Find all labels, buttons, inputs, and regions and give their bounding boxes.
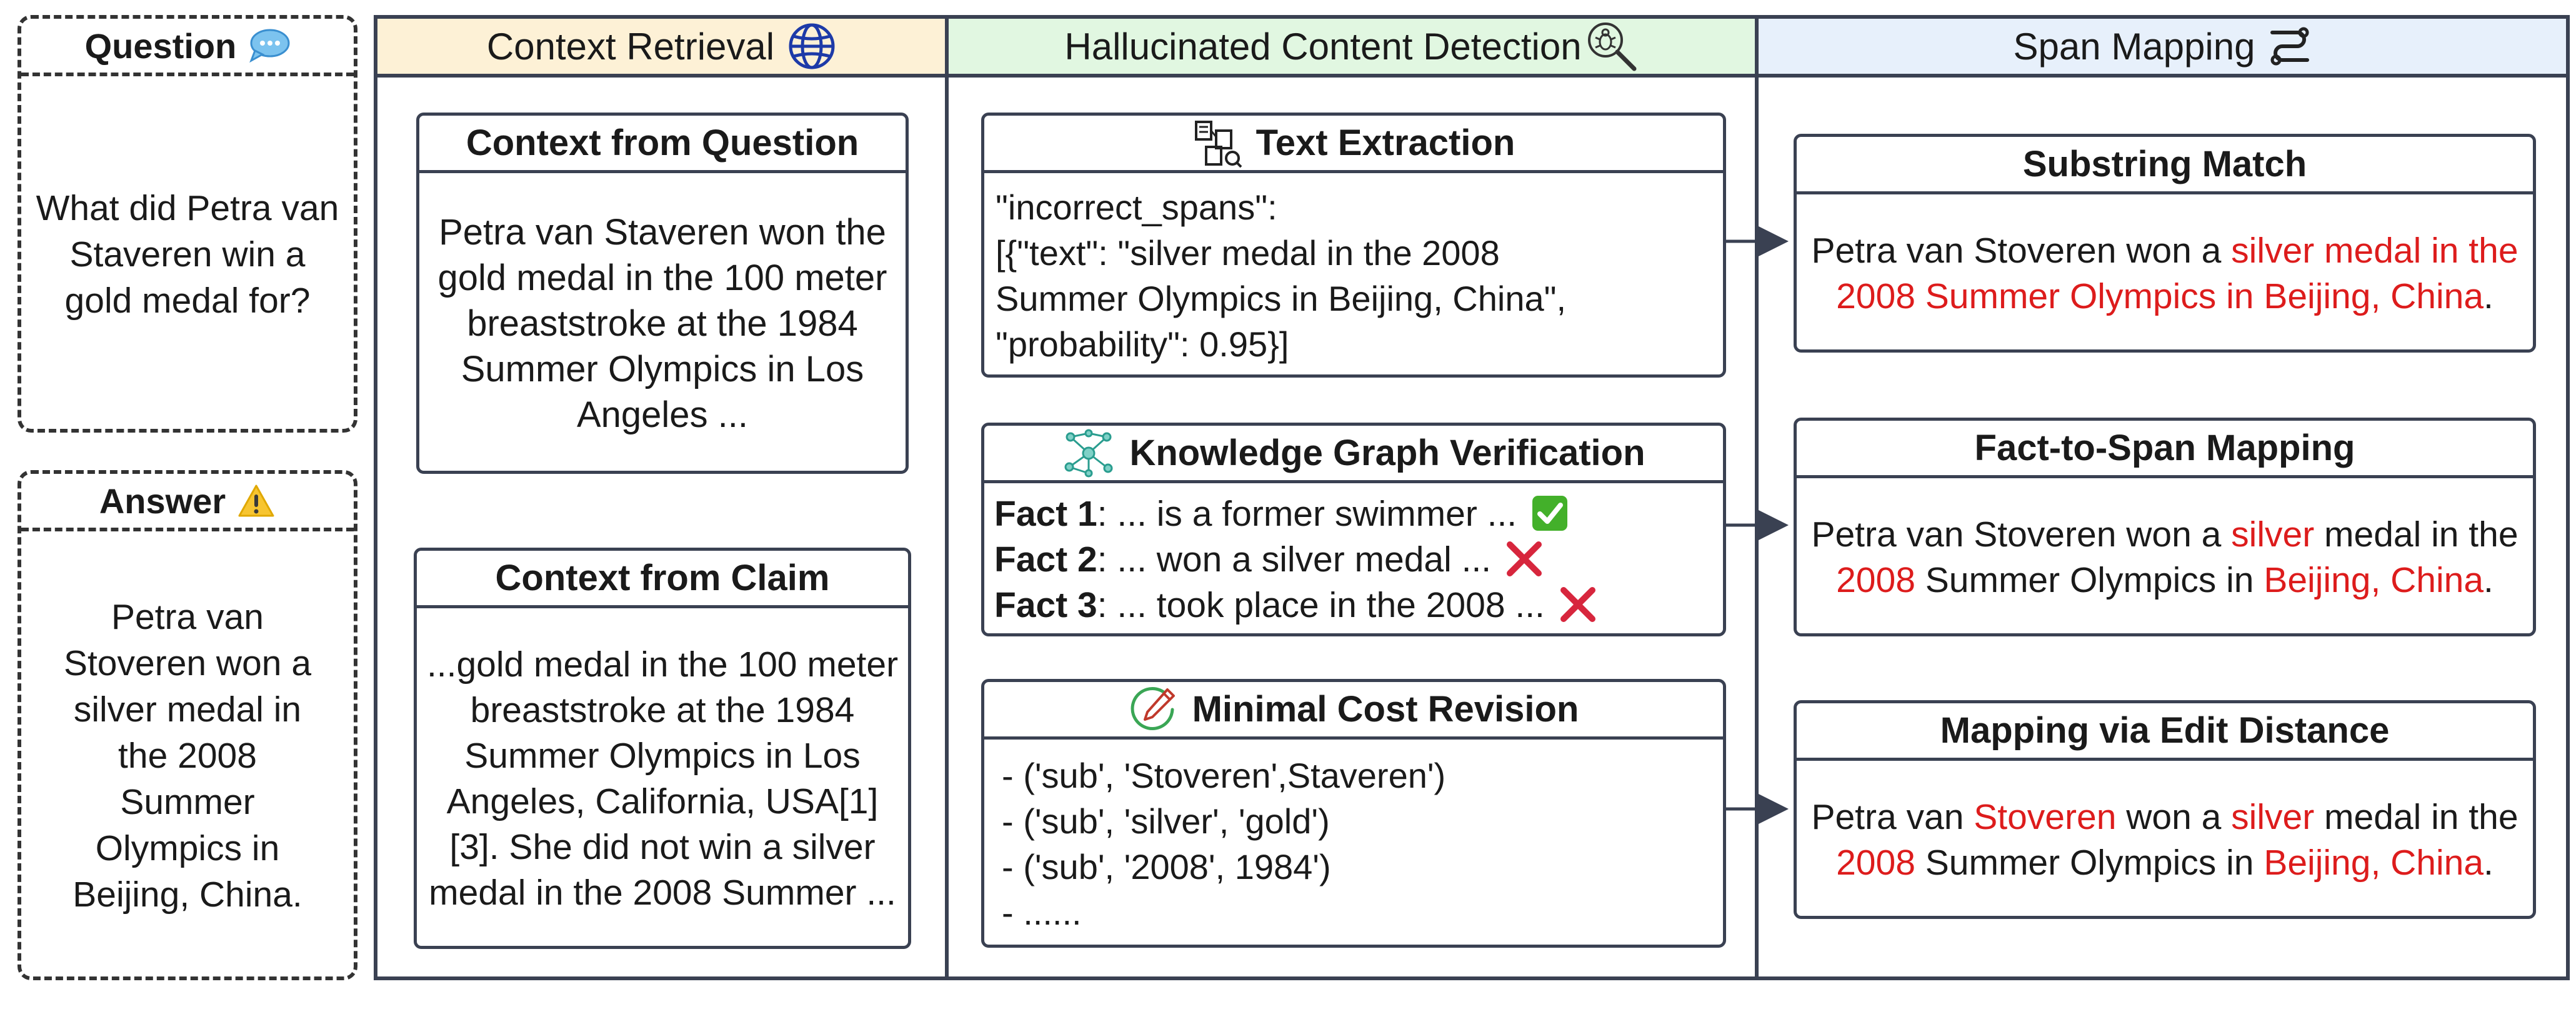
revision-line: - ('sub', 'silver', 'gold') [1002,801,1330,841]
plain-span: Petra van [1811,796,1974,837]
plain-span: . [2484,842,2494,883]
kg-facts: Fact 1: ... is a former swimmer ... Fact… [994,486,1712,633]
substring-match-text: Petra van Stoveren won a silver medal in… [1810,198,2519,349]
text-extraction-title: Text Extraction [1256,123,1515,163]
context-retrieval-title: Context Retrieval [486,25,775,68]
question-box: Question What did Petra van Staveren win… [17,15,357,433]
text-extraction-box: Text Extraction "incorrect_spans": [{"te… [981,113,1726,378]
kg-verification-box: Knowledge Graph Verification Fact 1: ...… [981,423,1726,636]
revision-content: - ('sub', 'Stoveren',Staveren') - ('sub'… [1002,743,1712,945]
highlighted-span: Stoveren [1974,796,2117,837]
context-retrieval-panel: Context Retrieval Context from Question … [374,15,949,980]
answer-header: Answer [21,474,354,531]
revision-line: - ...... [1002,892,1082,932]
detection-title: Hallucinated Content Detection [1064,25,1582,68]
highlighted-span: Beijing, China [2264,842,2484,883]
fact-to-span-title: Fact-to-Span Mapping [1797,421,2533,478]
fact-label: Fact 2 [994,540,1097,580]
span-mapping-panel: Span Mapping Substring Match Petra van S… [1755,15,2570,980]
substring-match-box: Substring Match Petra van Stoveren won a… [1794,134,2536,353]
warning-icon [238,484,274,517]
edit-distance-title: Mapping via Edit Distance [1797,703,2533,761]
text-extraction-line: "probability": 0.95}] [996,324,1289,364]
cross-icon [1560,586,1595,622]
revision-title: Minimal Cost Revision [1192,689,1579,730]
highlighted-span: silver [2231,796,2315,837]
substring-match-title: Substring Match [1797,137,2533,194]
question-label: Question [84,26,237,66]
plain-span: medal in the [2314,514,2519,555]
edit-icon [1131,686,1175,730]
plain-span: won a [2116,796,2232,837]
text-extraction-line: "incorrect_spans": [996,187,1277,227]
answer-label: Answer [99,481,226,521]
span-mapping-title: Span Mapping [2013,25,2255,68]
text-extraction-content: "incorrect_spans": [{"text": "silver med… [996,176,1712,374]
plain-span: Summer Olympics in [1915,842,2264,883]
magnifier-bug-icon [1587,23,1637,71]
revision-line: - ('sub', '2008', 1984') [1002,846,1331,886]
question-text: What did Petra van Staveren win a gold m… [36,188,339,321]
fact-row: Fact 2: ... won a silver medal ... [994,537,1597,583]
text-extraction-line: [{"text": "silver medal in the 2008 [996,233,1500,273]
plain-span: . [2484,276,2494,316]
highlighted-span: Beijing, China [2264,560,2484,600]
detection-header: Hallucinated Content Detection [949,19,1755,78]
edit-distance-text: Petra van Stoveren won a silver medal in… [1810,764,2519,916]
highlighted-span: silver [2231,514,2315,555]
plain-span: Summer Olympics in [1915,560,2264,600]
kg-verification-header: Knowledge Graph Verification [984,426,1723,483]
context-from-claim-text: ...gold medal in the 100 meter breaststr… [426,644,899,913]
extraction-icon [1194,120,1242,168]
revision-header: Minimal Cost Revision [984,682,1723,740]
graph-icon [1064,429,1113,477]
answer-text: Petra van Stoveren won a silver medal in… [63,597,312,915]
fact-to-span-text: Petra van Stoveren won a silver medal in… [1810,481,2519,633]
cross-icon [1507,541,1542,576]
check-icon [1532,495,1567,531]
context-from-claim-box: Context from Claim ...gold medal in the … [414,548,911,949]
text-extraction-header: Text Extraction [984,116,1723,173]
fact-text: : ... won a silver medal ... [1097,540,1492,580]
context-from-question-text: Petra van Staveren won the gold medal in… [437,212,887,435]
context-from-claim-title: Context from Claim [417,551,908,608]
highlighted-span: 2008 [1836,842,1915,883]
highlighted-span: 2008 [1836,560,1915,600]
revision-line: - ('sub', 'Stoveren',Staveren') [1002,755,1446,795]
answer-box: Answer Petra van Stoveren won a silver m… [17,470,357,980]
fact-to-span-box: Fact-to-Span Mapping Petra van Stoveren … [1794,418,2536,636]
span-mapping-header: Span Mapping [1759,19,2566,78]
speech-bubble-icon [249,29,290,63]
context-from-question-title: Context from Question [419,116,906,173]
plain-span: Petra van Stoveren won a [1811,514,2232,555]
fact-row: Fact 1: ... is a former swimmer ... [994,491,1597,537]
route-icon [2270,27,2310,66]
plain-span: Petra van Stoveren won a [1811,230,2232,271]
question-header: Question [21,19,354,76]
revision-box: Minimal Cost Revision - ('sub', 'Stovere… [981,679,1726,948]
plain-span: medal in the [2314,796,2519,837]
context-retrieval-header: Context Retrieval [377,19,945,78]
text-extraction-line: Summer Olympics in Beijing, China", [996,278,1567,318]
fact-row: Fact 3: ... took place in the 2008 ... [994,583,1597,628]
highlighted-span: silver medal in the 2008 Summer Olympics… [1836,230,2519,316]
kg-verification-title: Knowledge Graph Verification [1129,433,1645,473]
fact-text: : ... took place in the 2008 ... [1097,585,1545,625]
context-from-question-box: Context from Question Petra van Staveren… [416,113,909,474]
globe-icon [789,23,835,69]
plain-span: . [2484,560,2494,600]
fact-text: : ... is a former swimmer ... [1097,494,1517,534]
fact-label: Fact 3 [994,585,1097,625]
edit-distance-box: Mapping via Edit Distance Petra van Stov… [1794,700,2536,919]
fact-label: Fact 1 [994,494,1097,534]
